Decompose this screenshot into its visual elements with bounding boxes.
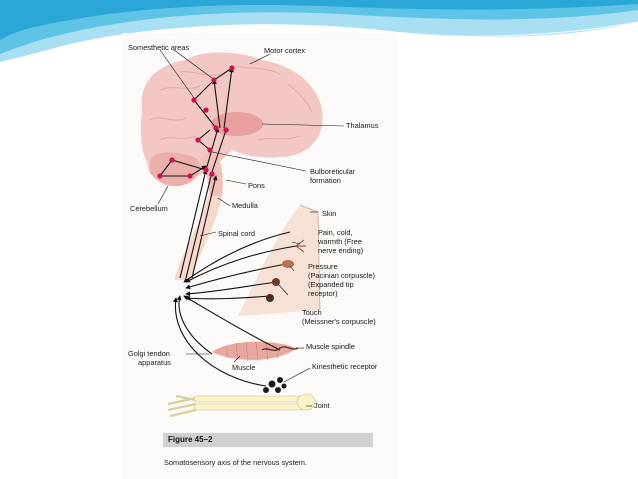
wave-line [399, 21, 638, 37]
node [203, 167, 209, 173]
label-bulboreticular-1: Bulboreticular [310, 167, 356, 176]
label-pressure-3: (Expanded tip [308, 280, 354, 289]
node [157, 173, 163, 179]
wave-dark [0, 0, 638, 40]
forearm-bone-1 [193, 395, 305, 403]
label-touch-1: Touch [302, 308, 322, 317]
muscle-striations [225, 341, 279, 362]
label-muscle-spindle: Muscle spindle [306, 342, 355, 351]
kinesthetic-receptor [263, 377, 287, 393]
thalamus-to-cortex-1 [212, 79, 221, 129]
elbow-joint [296, 393, 316, 411]
cord-tract-3 [191, 175, 218, 279]
muscle-shape [212, 341, 296, 360]
label-golgi-2: apparatus [138, 358, 171, 367]
wave-mid [0, 0, 638, 54]
receptors [261, 239, 306, 393]
label-skin: Skin [322, 209, 337, 218]
header-waves [0, 0, 638, 62]
figure-caption: Somatosensory axis of the nervous system… [164, 458, 307, 467]
label-joint: Joint [314, 401, 330, 410]
fiber-touch-2 [185, 295, 271, 301]
thalamus-to-cortex-2 [223, 67, 234, 129]
spinal-cord [174, 196, 222, 280]
node [203, 107, 209, 113]
hand-fingers [167, 394, 197, 418]
fiber-spindle [183, 295, 281, 351]
pacinian-corpuscle [282, 260, 294, 268]
node [223, 127, 229, 133]
fiber-kinesthetic [172, 297, 267, 387]
label-pressure-1: Pressure [308, 262, 338, 271]
label-touch-2: (Meissner's corpuscle) [302, 317, 376, 326]
label-motor-cortex: Motor cortex [264, 46, 306, 55]
free-nerve-ending [295, 239, 306, 253]
muscle-spindle [261, 346, 299, 351]
label-bulboreticular-2: formation [310, 176, 341, 185]
cortex-internal-2 [193, 99, 217, 129]
label-pain-2: warmth (Free [318, 237, 362, 246]
node [213, 125, 219, 131]
label-golgi-1: Golgi tendon [128, 349, 170, 358]
label-pons: Pons [248, 181, 265, 190]
forearm-bone-2 [193, 403, 305, 411]
figure-title-bar [163, 433, 373, 447]
node [207, 147, 213, 153]
tract-to-thalamus-2 [211, 129, 227, 173]
cord-tract-1 [179, 169, 208, 279]
figure-title: Figure 45–2 [168, 435, 213, 444]
label-pain-3: nerve ending) [318, 246, 364, 255]
brain-folds [149, 65, 313, 141]
cerebellum [150, 152, 200, 187]
fiber-golgi [176, 295, 213, 355]
fiber-pain [185, 245, 297, 283]
fiber-skin-extra [183, 231, 291, 283]
fiber-pressure [185, 263, 287, 290]
label-pressure-2: (Pacinian corpuscle) [308, 271, 375, 280]
meissner-corpuscle [266, 294, 274, 302]
label-spinal-cord: Spinal cord [218, 229, 255, 238]
label-thalamus: Thalamus [346, 121, 379, 130]
skin-block [238, 205, 320, 316]
node [195, 137, 201, 143]
node [211, 77, 217, 83]
label-cerebellum: Cerebellum [130, 204, 168, 213]
cord-tract-2 [185, 171, 214, 279]
label-medulla: Medulla [232, 201, 258, 210]
node [229, 65, 235, 71]
synapse-nodes [157, 65, 235, 179]
node [209, 171, 215, 177]
label-pain-1: Pain, cold, [318, 228, 353, 237]
node [191, 97, 197, 103]
nerve-pathways [158, 67, 297, 387]
node [187, 173, 193, 179]
node [169, 157, 175, 163]
label-somesthetic-areas: Somesthetic areas [128, 43, 190, 52]
label-kinesthetic-receptor: Kinesthetic receptor [312, 362, 378, 371]
leader-lines [157, 49, 345, 407]
label-pressure-4: receptor) [308, 289, 338, 298]
label-muscle: Muscle [232, 363, 256, 372]
fiber-touch-1 [185, 281, 277, 297]
